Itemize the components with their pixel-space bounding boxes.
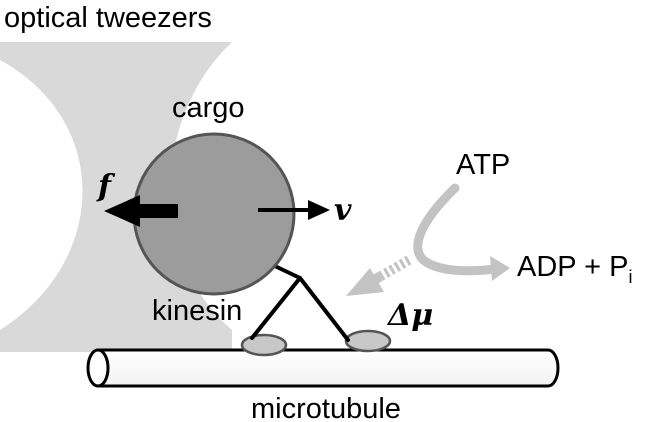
kinesin-head-front xyxy=(344,329,392,353)
adp-pi-label: ADP + Pi xyxy=(517,251,633,287)
velocity-symbol: v xyxy=(334,193,352,228)
delta-mu-symbol: Δμ xyxy=(386,298,433,333)
kinesin-label: kinesin xyxy=(152,295,242,327)
microtubule-label: microtubule xyxy=(251,393,401,422)
pi-subscript: i xyxy=(629,267,633,287)
cargo-label: cargo xyxy=(172,92,245,124)
force-arrow xyxy=(104,195,178,227)
kinesin-head-rear xyxy=(240,333,288,357)
optical-tweezers-label: optical tweezers xyxy=(4,2,212,34)
adp-pi-main: ADP + P xyxy=(517,251,629,283)
atp-hydrolysis-arrow xyxy=(413,183,510,281)
microtubule xyxy=(86,348,560,388)
delta-mu-arrow xyxy=(346,255,412,296)
atp-label: ATP xyxy=(456,149,510,181)
velocity-arrow xyxy=(258,200,330,220)
